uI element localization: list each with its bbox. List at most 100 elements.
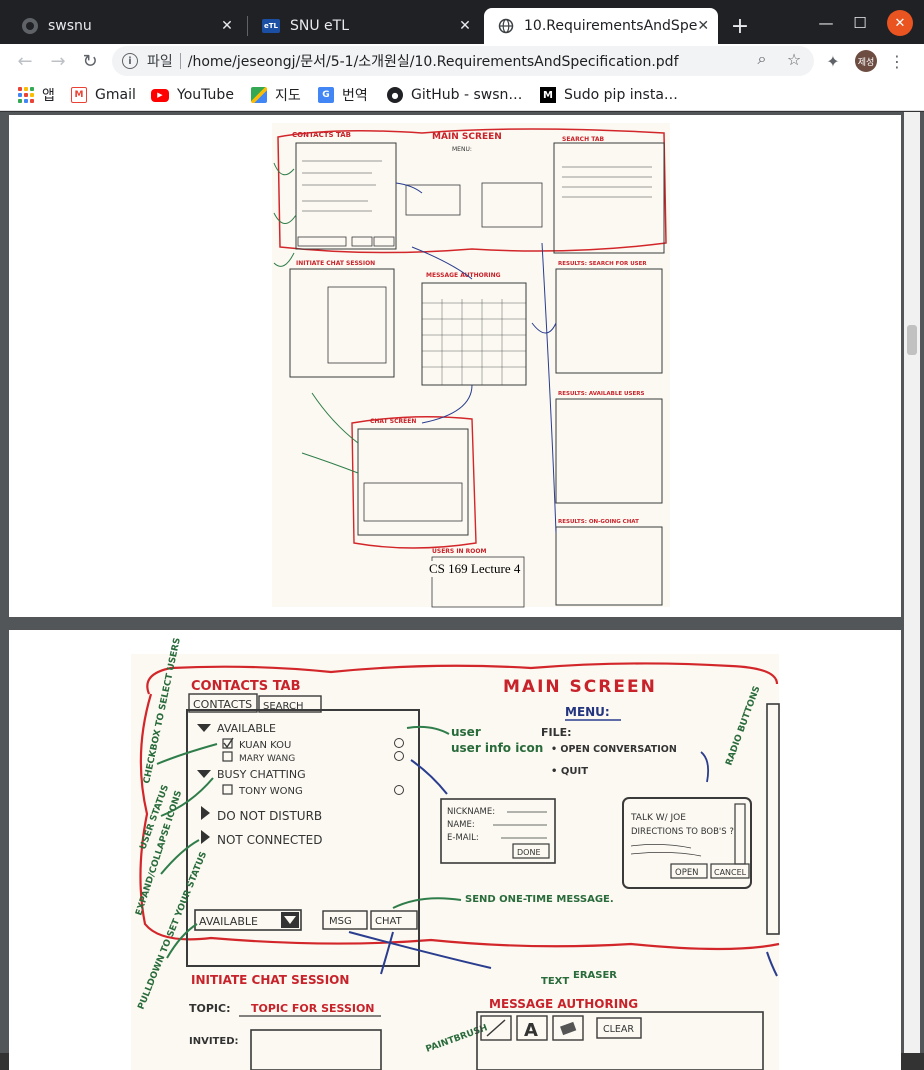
status-dropdown[interactable] bbox=[194, 909, 302, 931]
omnibox-divider bbox=[179, 53, 181, 69]
expand-icon[interactable] bbox=[197, 724, 211, 732]
info-icon[interactable] bbox=[394, 751, 404, 761]
info-icon[interactable] bbox=[394, 738, 404, 748]
paintbrush-tool-icon[interactable] bbox=[480, 1015, 512, 1041]
window-close-button[interactable]: ✕ bbox=[887, 10, 913, 36]
talk-dialog bbox=[622, 797, 752, 889]
check-icon bbox=[223, 737, 234, 749]
extensions-icon[interactable]: ✦ bbox=[826, 51, 840, 71]
back-button[interactable]: ← bbox=[17, 50, 33, 72]
bookmark-label: 앱 bbox=[42, 88, 55, 104]
info-email-label: E-MAIL: bbox=[447, 833, 479, 843]
scrollbar-thumb[interactable] bbox=[907, 325, 917, 355]
tab-requirements-pdf[interactable]: 10.RequirementsAndSpe ✕ bbox=[484, 8, 718, 44]
close-icon[interactable]: ✕ bbox=[697, 18, 710, 34]
menu-open-conversation[interactable]: • OPEN CONVERSATION bbox=[551, 744, 677, 755]
info-icon[interactable] bbox=[394, 785, 404, 795]
new-tab-button[interactable]: + bbox=[730, 13, 750, 39]
bookmark-label: Gmail bbox=[95, 87, 136, 103]
info-nickname-label: NICKNAME: bbox=[447, 807, 495, 817]
bookmark-sudo-pip[interactable]: M Sudo pip insta… bbox=[540, 84, 678, 106]
topic-value: TOPIC FOR SESSION bbox=[251, 1002, 375, 1015]
zoom-icon[interactable]: ⌕ bbox=[757, 49, 767, 68]
text-tool-icon[interactable] bbox=[516, 1015, 548, 1041]
info-name-label: NAME: bbox=[447, 820, 475, 830]
translate-icon: G bbox=[318, 87, 334, 103]
tab-search[interactable]: SEARCH bbox=[263, 701, 303, 712]
label-initiate-chat: INITIATE CHAT SESSION bbox=[296, 260, 375, 267]
page-footer: CS 169 Lecture 4 bbox=[427, 561, 523, 577]
checkbox-icon[interactable] bbox=[222, 738, 233, 749]
msg-button[interactable] bbox=[322, 910, 368, 930]
bookmark-gmail[interactable]: M Gmail bbox=[71, 84, 136, 106]
close-icon[interactable]: ✕ bbox=[221, 18, 233, 34]
tab-snu-etl[interactable]: eTL SNU eTL ✕ bbox=[248, 8, 484, 44]
checkbox-icon[interactable] bbox=[222, 751, 233, 762]
user-info-popup bbox=[440, 798, 556, 864]
invited-list[interactable] bbox=[250, 1029, 382, 1070]
scheme-label: 파일 bbox=[147, 54, 173, 70]
label-menu: MENU: bbox=[452, 146, 472, 153]
message-authoring-title: MESSAGE AUTHORING bbox=[489, 997, 638, 1011]
note-send-one-time: SEND ONE-TIME MESSAGE. bbox=[465, 894, 614, 905]
group-do-not-disturb[interactable]: DO NOT DISTURB bbox=[217, 809, 322, 823]
note-text: TEXT bbox=[541, 976, 569, 987]
bookmark-translate[interactable]: G 번역 bbox=[318, 84, 368, 106]
tab-contacts[interactable]: CONTACTS bbox=[193, 698, 252, 711]
bookmark-label: 지도 bbox=[275, 88, 301, 104]
bookmark-github[interactable]: ● GitHub - swsn… bbox=[387, 84, 522, 106]
bookmark-maps[interactable]: 지도 bbox=[251, 84, 301, 106]
bookmark-apps[interactable]: 앱 bbox=[18, 84, 55, 106]
expand-icon[interactable] bbox=[197, 770, 211, 778]
tab-swsnu[interactable]: swsnu ✕ bbox=[8, 8, 246, 44]
bookmark-star-icon[interactable]: ☆ bbox=[786, 49, 802, 69]
contact-tony-wong[interactable]: TONY WONG bbox=[238, 786, 303, 797]
contact-kuan-kou[interactable]: KUAN KOU bbox=[239, 740, 291, 751]
cancel-button[interactable] bbox=[710, 863, 750, 879]
open-button-label: OPEN bbox=[675, 868, 699, 878]
close-icon[interactable]: ✕ bbox=[459, 18, 471, 34]
group-busy-chatting[interactable]: BUSY CHATTING bbox=[217, 768, 306, 781]
pdf-page-2: CONTACTS TAB MAIN SCREEN CONTACTS SEARCH… bbox=[9, 630, 901, 1070]
bookmark-label: GitHub - swsn… bbox=[411, 87, 523, 103]
collapse-icon[interactable] bbox=[201, 830, 210, 844]
label-users-in-room: USERS IN ROOM bbox=[432, 548, 486, 555]
medium-icon: M bbox=[540, 87, 556, 103]
group-available[interactable]: AVAILABLE bbox=[217, 722, 276, 735]
open-button[interactable] bbox=[670, 863, 708, 879]
note-info-icon: user info icon bbox=[451, 741, 543, 755]
text-tool-glyph: A bbox=[524, 1020, 538, 1041]
eraser-tool-icon[interactable] bbox=[552, 1015, 584, 1041]
menu-quit[interactable]: • QUIT bbox=[551, 766, 588, 777]
done-button[interactable] bbox=[512, 843, 550, 859]
scrollbar-track[interactable] bbox=[904, 112, 920, 1053]
avatar[interactable]: 제성 bbox=[855, 50, 877, 72]
forward-button[interactable]: → bbox=[50, 50, 66, 72]
clear-button[interactable] bbox=[596, 1017, 642, 1039]
pdf-viewer[interactable]: CONTACTS TAB MAIN SCREEN SEARCH TAB MENU… bbox=[0, 112, 924, 1070]
group-not-connected[interactable]: NOT CONNECTED bbox=[217, 833, 322, 847]
more-menu-icon[interactable]: ⋮ bbox=[889, 51, 905, 71]
collapse-icon[interactable] bbox=[201, 806, 210, 820]
gmail-icon: M bbox=[71, 87, 87, 103]
bookmark-label: Sudo pip insta… bbox=[564, 87, 678, 103]
address-bar[interactable]: i 파일 /home/jeseongj/문서/5-1/소개원실/10.Requi… bbox=[112, 46, 814, 76]
talk-title: TALK W/ JOE bbox=[630, 813, 686, 823]
maximize-button[interactable]: ☐ bbox=[853, 14, 867, 32]
globe-icon bbox=[498, 18, 514, 34]
label-main-screen: MAIN SCREEN bbox=[432, 132, 502, 142]
tab-separator bbox=[247, 16, 248, 36]
reload-button[interactable]: ↻ bbox=[82, 50, 98, 72]
info-icon[interactable]: i bbox=[122, 53, 138, 69]
clear-button-label: CLEAR bbox=[603, 1024, 634, 1035]
menu-file[interactable]: FILE: bbox=[541, 726, 572, 739]
minimize-button[interactable]: — bbox=[818, 14, 834, 32]
bookmark-youtube[interactable]: ▶ YouTube bbox=[151, 84, 234, 106]
url-text[interactable]: /home/jeseongj/문서/5-1/소개원실/10.Requiremen… bbox=[187, 54, 679, 70]
maps-icon bbox=[251, 87, 267, 103]
label-results-search: RESULTS: SEARCH FOR USER bbox=[558, 261, 647, 267]
cancel-button-label: CANCEL bbox=[714, 868, 747, 877]
chat-button[interactable] bbox=[370, 910, 418, 930]
contact-mary-wang[interactable]: MARY WANG bbox=[239, 754, 295, 764]
checkbox-icon[interactable] bbox=[222, 784, 233, 795]
